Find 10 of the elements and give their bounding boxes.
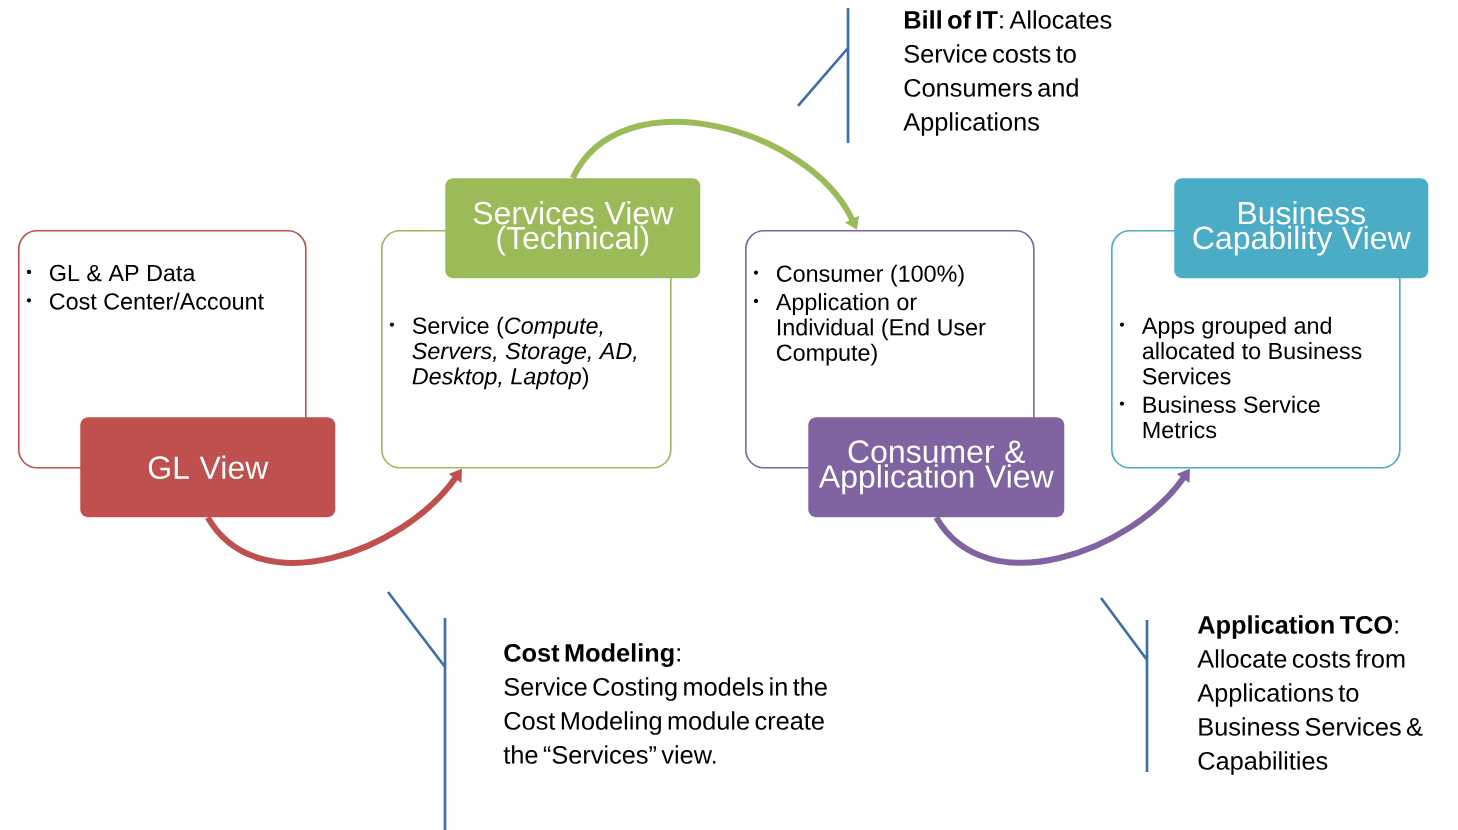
- leader-line: [796, 6, 850, 145]
- title-box: Consumer & Application View: [808, 417, 1065, 518]
- annotation-text: Application TCO: Allocate costs from Applications to Business Services & Capabilities: [1197, 615, 1423, 775]
- title-box: Business Capability View: [1174, 178, 1429, 279]
- leader-line: [1099, 596, 1149, 774]
- title-box: Services View (Technical): [445, 178, 701, 279]
- annotation-text: Bill of IT: Allocates Service costs to Consumers and Applications: [903, 10, 1112, 136]
- annotation-text: Cost Modeling: Service Costing models in the Cost Modeling module create the “Services” view.: [503, 643, 827, 764]
- title-box: GL View: [80, 417, 336, 518]
- leader-line: [386, 590, 447, 830]
